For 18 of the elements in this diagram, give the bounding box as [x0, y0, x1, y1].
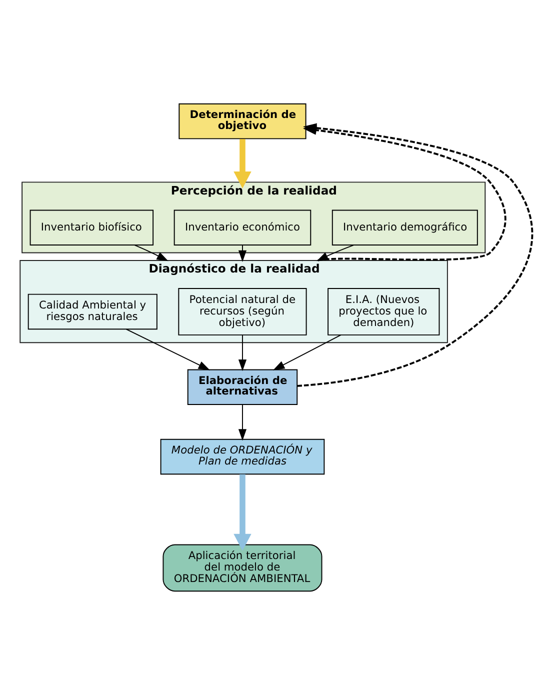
node-box: Modelo de ORDENACIÓN y Plan de medidas: [160, 438, 325, 474]
arrow: [238, 244, 247, 262]
node-box: Elaboración de alternativas: [187, 368, 298, 405]
node-box: Inventario demográfico: [332, 209, 478, 245]
arrow: [234, 474, 252, 550]
node-box: Potencial natural de recursos (según objetivo): [178, 288, 307, 335]
arrow: [273, 334, 342, 370]
node-box: Determinación de objetivo: [178, 102, 306, 139]
arrow: [238, 404, 247, 440]
node-box: Calidad Ambiental y riesgos naturales: [28, 293, 158, 330]
node-box: E.I.A. (Nuevos proyectos que lo demanden): [328, 288, 440, 335]
arrow: [126, 328, 210, 370]
node-box: Aplicación territorial del modelo de ORDENACIÓN AMBIENTAL: [162, 544, 322, 592]
arrow: [234, 138, 252, 188]
arrow: [134, 244, 168, 261]
arrow: [238, 334, 247, 371]
node-box: Inventario biofísico: [30, 209, 154, 245]
node-box: Inventario económico: [174, 209, 312, 245]
